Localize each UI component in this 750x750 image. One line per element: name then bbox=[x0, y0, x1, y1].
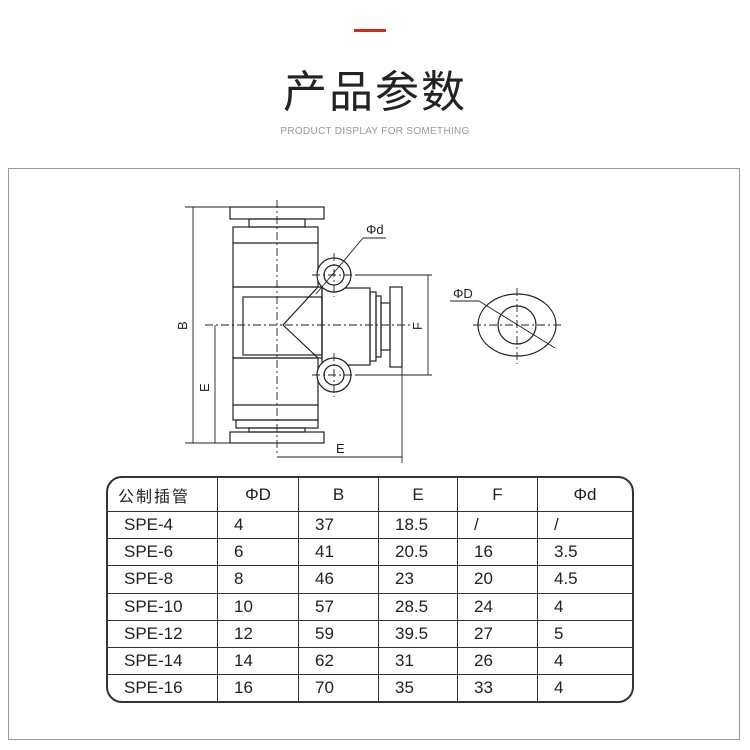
label-E-vertical: E bbox=[197, 383, 212, 392]
dimension-lines bbox=[185, 206, 556, 463]
table-cell: / bbox=[458, 512, 538, 540]
table-cell: 20 bbox=[458, 566, 538, 594]
table-cell: SPE-6 bbox=[108, 539, 218, 567]
table-cell: 28.5 bbox=[379, 593, 458, 621]
table-cell: 16 bbox=[218, 675, 299, 701]
centerlines bbox=[205, 200, 561, 455]
table-cell: 4 bbox=[538, 648, 632, 676]
column-header: B bbox=[299, 478, 379, 512]
column-header: E bbox=[379, 478, 458, 512]
table-cell: 4 bbox=[538, 594, 632, 621]
column-header: Φd bbox=[538, 478, 632, 512]
table-cell: SPE-10 bbox=[108, 593, 218, 621]
table-cell: 59 bbox=[299, 620, 379, 648]
label-F: F bbox=[410, 322, 425, 330]
table-cell: 5 bbox=[538, 621, 632, 648]
page-title: 产品参数 bbox=[283, 67, 467, 118]
table-cell: 70 bbox=[299, 675, 379, 701]
label-E-horizontal: E bbox=[336, 441, 345, 456]
table-cell: 4.5 bbox=[538, 566, 632, 594]
table-cell: SPE-16 bbox=[108, 675, 218, 701]
table-cell: 12 bbox=[218, 620, 299, 648]
table-cell: 57 bbox=[299, 593, 379, 621]
table-cell: 46 bbox=[299, 566, 379, 594]
column-header: ΦD bbox=[218, 478, 299, 512]
table-cell: 27 bbox=[458, 620, 538, 648]
table-cell: SPE-12 bbox=[108, 620, 218, 648]
table-cell: SPE-4 bbox=[108, 512, 218, 540]
table-cell: 39.5 bbox=[379, 620, 458, 648]
label-phi-D: ΦD bbox=[453, 286, 473, 301]
table-cell: 10 bbox=[218, 593, 299, 621]
table-cell: 16 bbox=[458, 539, 538, 567]
table-cell: SPE-14 bbox=[108, 647, 218, 676]
table-cell: 3.5 bbox=[538, 539, 632, 567]
table-cell: 20.5 bbox=[379, 539, 458, 567]
table-cell: SPE-8 bbox=[108, 566, 218, 594]
table-cell: 26 bbox=[458, 647, 538, 676]
table-cell: 23 bbox=[379, 566, 458, 594]
accent-bar bbox=[354, 29, 386, 32]
table-cell: 14 bbox=[218, 647, 299, 676]
column-header: F bbox=[458, 478, 538, 512]
table-cell: 6 bbox=[218, 539, 299, 567]
table-cell: 31 bbox=[379, 647, 458, 676]
content-frame bbox=[8, 168, 740, 740]
table-cell: / bbox=[538, 512, 632, 540]
table-cell: 8 bbox=[218, 566, 299, 594]
fitting-body bbox=[229, 206, 403, 444]
table-cell: 4 bbox=[218, 512, 299, 540]
table-cell: 4 bbox=[554, 678, 564, 698]
table-cell: 35 bbox=[379, 675, 458, 701]
table-cell: 33 bbox=[458, 675, 538, 701]
table-cell: 41 bbox=[299, 539, 379, 567]
label-B: B bbox=[175, 321, 190, 330]
table-cell: 37 bbox=[299, 512, 379, 540]
table-cell: 62 bbox=[299, 647, 379, 676]
label-phi-d: Φd bbox=[366, 222, 384, 237]
tee-fitting-drawing: Φd ΦD B E F E bbox=[175, 200, 561, 463]
table-cell: 18.5 bbox=[379, 512, 458, 540]
page-subtitle: PRODUCT DISPLAY FOR SOMETHING bbox=[280, 126, 470, 137]
column-header: 公制插管 bbox=[108, 478, 218, 512]
end-view bbox=[477, 293, 557, 357]
table-cell: 24 bbox=[458, 593, 538, 621]
